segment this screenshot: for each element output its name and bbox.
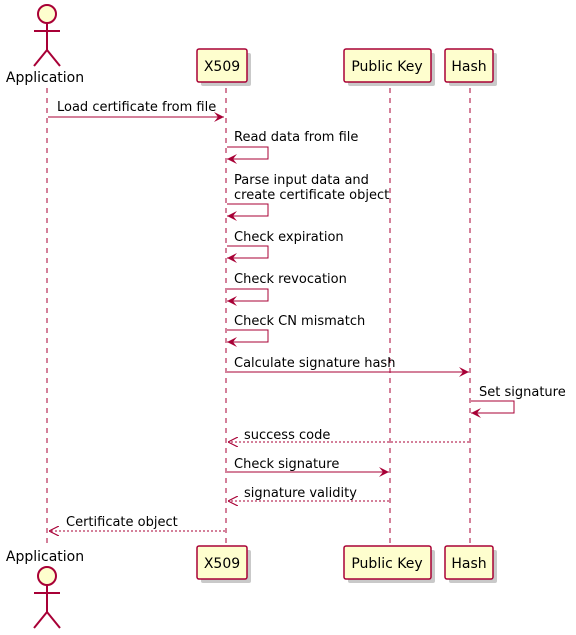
participant-x509-bottom: X509 [196,545,251,583]
participant-hash-top: Hash [444,48,497,86]
message-label-certificate-object: Certificate object [66,515,178,530]
message-label-check-signature: Check signature [234,457,339,472]
participant-hash-bottom: Hash [444,545,497,583]
participant-label-public-key-bottom: Public Key [351,556,422,572]
message-arrow-check-revocation [227,288,269,306]
participant-label-x509-bottom: X509 [204,556,240,572]
participant-x509-top: X509 [196,48,251,86]
message-label-check-revocation: Check revocation [234,272,347,287]
message-label-check-expiration: Check expiration [234,230,344,245]
message-arrow-read-data [227,146,269,164]
actor-label-application-top: Application [6,70,84,86]
message-label-signature-validity: signature validity [244,486,357,501]
actor-head-icon [37,4,57,24]
actor-label-application-bottom: Application [6,549,84,565]
participant-label-hash-top: Hash [451,59,486,75]
message-label-set-signature: Set signature [479,385,566,400]
actor-head-icon [37,566,57,586]
participant-label-hash-bottom: Hash [451,556,486,572]
participant-label-x509-top: X509 [204,59,240,75]
message-arrow-check-cn [227,329,269,347]
message-arrow-set-signature [471,400,515,418]
message-label-calc-hash: Calculate signature hash [234,356,395,371]
message-label-parse-line1: Parse input data and [234,173,369,188]
message-label-read-data: Read data from file [234,130,358,145]
message-label-check-cn: Check CN mismatch [234,314,365,329]
actor-application-top: Application [6,4,84,86]
message-arrow-parse [227,203,269,221]
message-label-load-certificate: Load certificate from file [57,100,216,115]
participant-label-public-key-top: Public Key [351,59,422,75]
message-label-success-code: success code [244,428,330,443]
participant-public-key-top: Public Key [343,48,435,86]
message-label-parse-line2: create certificate object [234,188,389,203]
participant-public-key-bottom: Public Key [343,545,435,583]
actor-application-bottom: Application [6,549,84,629]
message-arrow-check-expiration [227,245,269,263]
